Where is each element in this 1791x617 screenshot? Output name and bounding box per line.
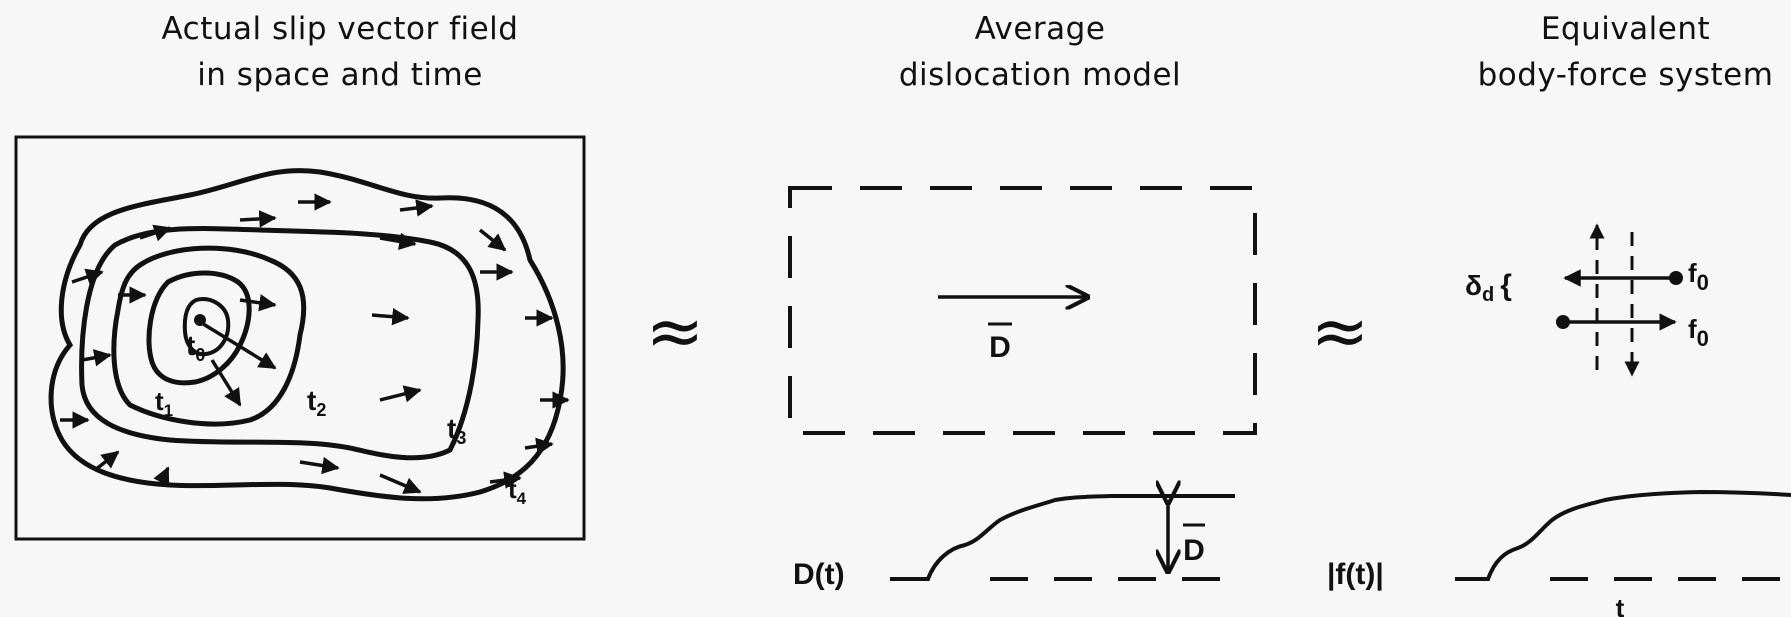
slip-arrow xyxy=(153,466,170,486)
header-line: Average xyxy=(974,11,1106,47)
force-time-function-label: |f(t)| xyxy=(1327,558,1384,591)
contour-label-t3: t3 xyxy=(447,413,466,448)
lower-force-label: f0 xyxy=(1688,314,1709,351)
upper-force-point xyxy=(1669,271,1683,285)
contour-t0 xyxy=(182,297,231,357)
slip-arrow xyxy=(379,232,417,250)
slip-arrow xyxy=(93,450,120,472)
header-average-dislocation: Average dislocation model xyxy=(860,6,1220,98)
slip-arrow xyxy=(71,268,104,286)
contour-labels: t0 t1 t2 t3 t4 xyxy=(155,330,527,508)
slip-arrows xyxy=(60,193,570,494)
dislocation-time-function-label: D(t) xyxy=(793,558,845,591)
contour-t2 xyxy=(111,245,307,427)
header-line: dislocation model xyxy=(898,57,1182,93)
contour-t1 xyxy=(146,270,252,386)
slip-field-frame xyxy=(14,135,586,541)
contour-label-t0: t0 xyxy=(186,330,205,365)
couple-separation-label: δd{ xyxy=(1465,269,1512,306)
slip-arrow xyxy=(299,456,340,475)
slip-arrow xyxy=(478,228,507,252)
contour-label-t1: t1 xyxy=(155,386,173,420)
slip-arrow xyxy=(524,437,554,455)
slip-arrow xyxy=(199,320,277,370)
header-line: Equivalent xyxy=(1540,11,1711,47)
dislocation-panel: D D(t) D xyxy=(788,186,1257,591)
body-force-panel: δd{ f0 f0 |f(t)| t xyxy=(1327,223,1791,617)
contour-t4 xyxy=(48,168,566,502)
approx-symbol-1: ≈ xyxy=(646,290,705,372)
force-ramp xyxy=(1455,489,1791,581)
slip-arrow xyxy=(489,471,522,489)
force-axis-label: t xyxy=(1616,593,1625,617)
slip-arrow xyxy=(139,224,172,242)
slip-arrow xyxy=(210,359,242,407)
average-slip-label: D xyxy=(989,331,1011,364)
header-line: in space and time xyxy=(197,57,483,93)
slip-field-panel: t0 t1 t2 t3 t4 xyxy=(14,135,586,541)
upper-force-label: f0 xyxy=(1688,258,1709,295)
contour-t3 xyxy=(79,226,481,461)
contour-label-t4: t4 xyxy=(508,474,527,508)
slip-arrow xyxy=(371,307,410,326)
slip-arrow xyxy=(239,210,277,228)
step-height-label: D xyxy=(1183,534,1205,567)
header-body-force: Equivalent body-force system xyxy=(1460,6,1791,98)
slip-arrow xyxy=(239,294,277,312)
slip-arrow xyxy=(399,199,434,217)
dislocation-ramp xyxy=(890,494,1235,581)
header-line: body-force system xyxy=(1477,57,1774,93)
slip-arrow xyxy=(81,349,112,367)
header-line: Actual slip vector field xyxy=(161,11,519,47)
lower-force-point xyxy=(1556,315,1570,329)
slip-arrow xyxy=(379,473,422,494)
dislocation-fault-box xyxy=(788,186,1257,435)
approx-symbol-2: ≈ xyxy=(1311,290,1370,372)
header-actual-slip: Actual slip vector field in space and ti… xyxy=(80,6,600,98)
contour-label-t2: t2 xyxy=(307,385,326,420)
slip-arrow xyxy=(379,385,422,403)
